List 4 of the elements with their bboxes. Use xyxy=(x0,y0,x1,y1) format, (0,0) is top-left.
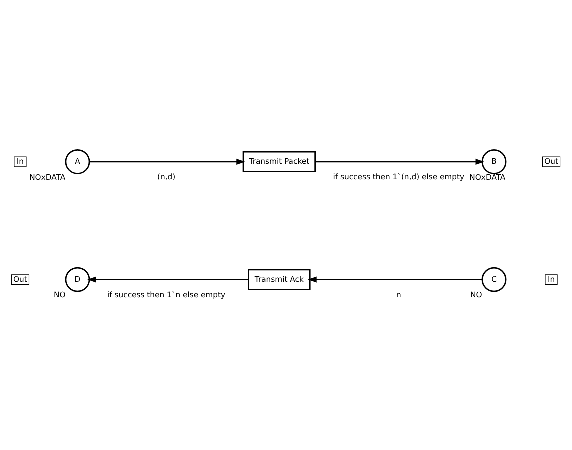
arrow xyxy=(90,158,246,166)
arrow xyxy=(88,276,249,283)
arrow xyxy=(308,276,482,283)
arrow xyxy=(316,158,485,166)
